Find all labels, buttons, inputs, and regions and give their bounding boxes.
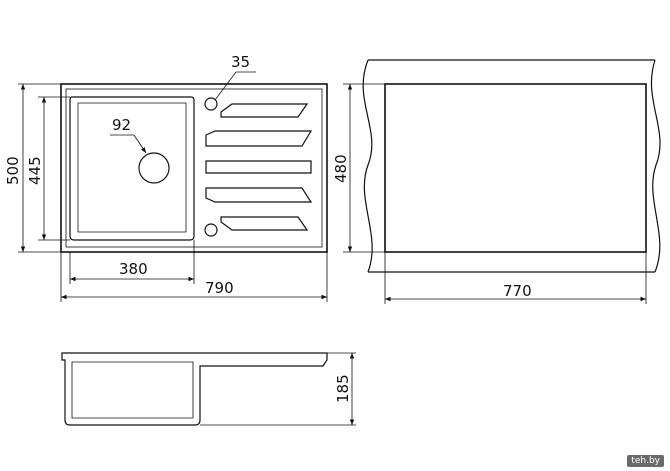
sink-top-view <box>60 83 328 253</box>
dim-depth-label: 185 <box>334 374 352 403</box>
side-profile-outer <box>61 352 328 426</box>
watermark: teh.by <box>627 455 664 467</box>
dim-faucet-hole: 35 <box>214 53 256 101</box>
break-line-right <box>650 59 661 273</box>
dim-cutout-height: 480 <box>332 83 385 253</box>
faucet-hole-top <box>204 97 218 111</box>
bowl-inner <box>77 102 187 233</box>
dim-total-length: 790 <box>60 252 328 302</box>
drainboard-groove-4 <box>205 187 313 203</box>
dim-depth: 185 <box>200 352 356 426</box>
dim-inner-height: 445 <box>26 96 70 241</box>
dim-cutout-length-label: 770 <box>503 282 532 300</box>
drain-circle <box>138 152 170 184</box>
faucet-hole-bottom <box>204 223 218 237</box>
dim-total-height-label: 500 <box>4 156 22 185</box>
dim-bowl-width: 380 <box>69 240 195 284</box>
side-profile-inner <box>71 361 194 419</box>
drainboard-groove-3 <box>205 160 312 174</box>
dim-inner-height-label: 445 <box>26 156 44 185</box>
drainboard-groove-5 <box>220 216 309 231</box>
dim-faucet-hole-label: 35 <box>231 53 250 71</box>
sink-side-view <box>61 352 328 426</box>
dim-cutout-height-label: 480 <box>332 154 350 183</box>
break-line-left <box>362 59 373 273</box>
cutout-rectangle <box>384 83 647 253</box>
dim-cutout-length: 770 <box>384 252 647 304</box>
dim-drain-label: 92 <box>112 116 131 134</box>
dim-total-height: 500 <box>4 83 61 253</box>
drainboard-groove-2 <box>205 130 313 147</box>
bowl-outline <box>69 96 195 241</box>
dim-total-length-label: 790 <box>205 279 234 297</box>
cutout-view <box>362 59 661 273</box>
drainboard-groove-1 <box>220 103 309 118</box>
dim-drain: 92 <box>110 116 147 154</box>
dim-bowl-width-label: 380 <box>119 260 148 278</box>
